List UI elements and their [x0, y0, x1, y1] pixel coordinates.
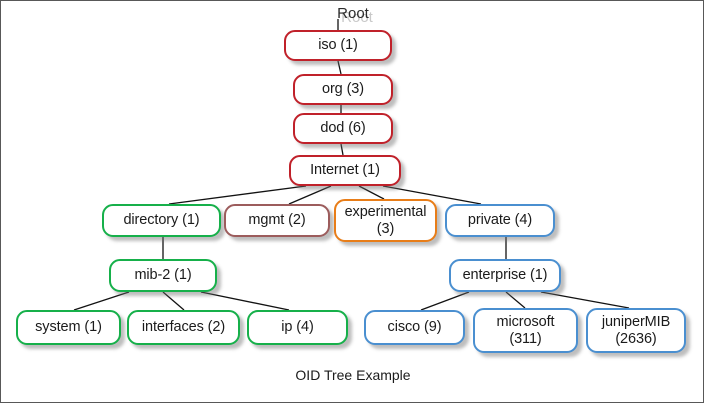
tree-node-dod[interactable]: dod (6) [293, 113, 393, 144]
root-label: Root Root [1, 5, 703, 26]
tree-node-label: private (4) [467, 212, 533, 228]
tree-edge-enterprise-to-cisco [420, 291, 470, 311]
tree-node-label: mgmt (2) [248, 212, 306, 228]
tree-node-mib2[interactable]: mib-2 (1) [109, 259, 217, 292]
tree-edge-dod-to-internet [340, 143, 344, 156]
figure-caption: OID Tree Example [295, 367, 411, 383]
tree-edge-internet-to-experimental [358, 185, 385, 200]
tree-node-private[interactable]: private (4) [445, 204, 555, 237]
tree-node-label: experimental (3) [344, 203, 427, 237]
tree-node-label: microsoft (311) [496, 313, 555, 347]
tree-node-label: Internet (1) [310, 162, 380, 178]
tree-edge-mib2-to-ip [200, 291, 290, 311]
tree-node-system[interactable]: system (1) [16, 310, 121, 345]
tree-edge-enterprise-to-juniperMIB [540, 291, 630, 309]
tree-node-label: interfaces (2) [141, 319, 226, 335]
tree-edge-enterprise-to-microsoft [505, 291, 526, 309]
tree-edge-internet-to-directory [168, 185, 307, 205]
tree-node-label: mib-2 (1) [134, 267, 192, 283]
tree-edge-internet-to-mgmt [288, 185, 332, 205]
tree-node-ip[interactable]: ip (4) [247, 310, 348, 345]
tree-node-experimental[interactable]: experimental (3) [334, 199, 437, 242]
tree-node-interfaces[interactable]: interfaces (2) [127, 310, 240, 345]
tree-edge-iso-to-org [337, 60, 342, 75]
tree-node-internet[interactable]: Internet (1) [289, 155, 401, 186]
tree-edge-mib2-to-interfaces [162, 291, 185, 311]
root-label-text: Root [337, 5, 369, 22]
tree-node-enterprise[interactable]: enterprise (1) [449, 259, 561, 292]
tree-node-microsoft[interactable]: microsoft (311) [473, 308, 578, 353]
tree-node-label: system (1) [35, 319, 102, 335]
tree-node-label: cisco (9) [387, 319, 442, 335]
tree-node-mgmt[interactable]: mgmt (2) [224, 204, 330, 237]
tree-node-cisco[interactable]: cisco (9) [364, 310, 465, 345]
tree-node-directory[interactable]: directory (1) [102, 204, 221, 237]
tree-node-label: juniperMIB (2636) [601, 313, 671, 347]
tree-node-label: directory (1) [123, 212, 200, 228]
tree-node-org[interactable]: org (3) [293, 74, 393, 105]
tree-edge-mib2-to-system [73, 291, 130, 311]
tree-node-label: dod (6) [320, 120, 366, 136]
tree-node-iso[interactable]: iso (1) [284, 30, 392, 61]
tree-node-label: org (3) [321, 81, 364, 97]
tree-node-juniperMIB[interactable]: juniperMIB (2636) [586, 308, 686, 353]
tree-node-label: enterprise (1) [462, 267, 548, 283]
tree-node-label: iso (1) [318, 37, 358, 53]
tree-node-label: ip (4) [281, 319, 314, 335]
